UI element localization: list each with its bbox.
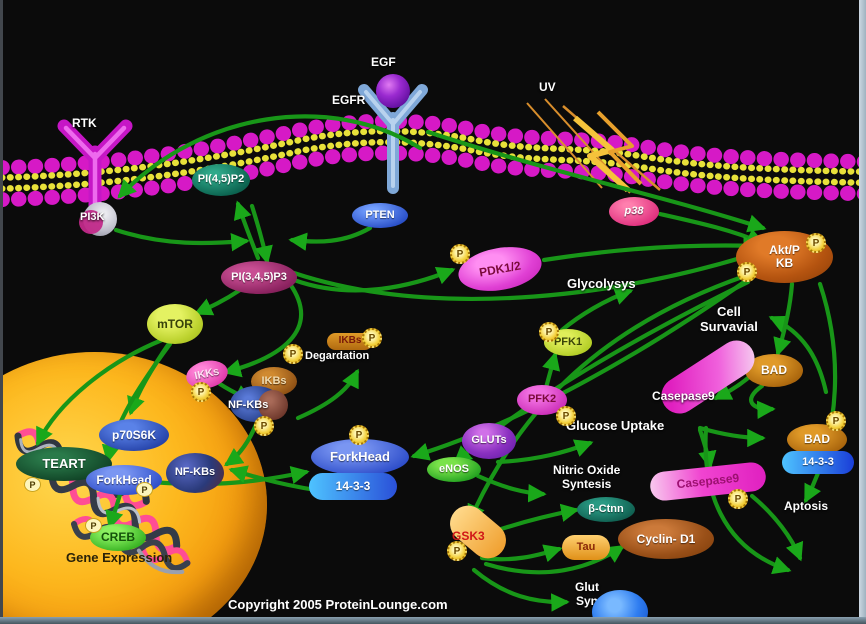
- egf-label: EGF: [371, 55, 396, 69]
- glut-syn-line1: Glut: [575, 580, 599, 594]
- node-pi45p2: PI(4,5)P2: [192, 164, 250, 196]
- node-gluts: GLUTs: [462, 423, 516, 459]
- phospho-badge-small: P: [136, 482, 153, 497]
- aptosis-label: Aptosis: [784, 499, 829, 513]
- cell-survavial-line1: Cell: [716, 304, 741, 319]
- node-tau: Tau: [562, 535, 610, 560]
- uv-rays-icon: [526, 98, 661, 194]
- copyright-text: Copyright 2005 ProteinLounge.com: [228, 597, 448, 612]
- phospho-badge: P: [556, 406, 576, 426]
- phospho-badge: P: [447, 541, 467, 561]
- gsk3-label: GSK3: [452, 529, 485, 543]
- rtk-receptor-icon: [57, 119, 133, 236]
- pi3k-label: PI3K: [80, 211, 105, 223]
- nitric-oxide-line2: Syntesis: [562, 476, 612, 491]
- node-enos: eNOS: [427, 457, 481, 482]
- phospho-badge-small: P: [85, 518, 102, 533]
- node-forkhead-cyto: ForkHead: [311, 439, 409, 475]
- node-14-3-3-left: 14-3-3: [309, 473, 397, 500]
- phospho-badge: P: [254, 416, 274, 436]
- phospho-badge: P: [283, 344, 303, 364]
- rtk-label: RTK: [72, 116, 97, 130]
- phospho-badge: P: [806, 233, 826, 253]
- casepase9-upper-label: Casepase9: [652, 389, 715, 403]
- bottom-edge: [0, 617, 866, 624]
- akt-label-line2: KB: [775, 256, 794, 270]
- egf-ligand-icon: [376, 74, 410, 108]
- phospho-badge: P: [539, 322, 559, 342]
- node-p70s6k: p70S6K: [99, 419, 169, 451]
- glucose-uptake-label: Glucose Uptake: [566, 418, 665, 433]
- node-forkhead-nuc: ForkHead: [86, 465, 162, 495]
- right-edge: [859, 0, 866, 624]
- node-pten: PTEN: [352, 203, 408, 228]
- glycolysys-label: Glycolysys: [567, 276, 636, 291]
- phospho-badge-small: P: [24, 477, 41, 492]
- node-bad-upper: BAD: [745, 354, 803, 387]
- gene-expression-label: Gene Expression: [66, 550, 173, 565]
- arrows-layer: [35, 114, 838, 612]
- node-pi345p3: PI(3,4,5)P3: [221, 261, 297, 294]
- phospho-badge: P: [362, 328, 382, 348]
- cell-survavial-label: Cell Survavial: [700, 304, 758, 335]
- phospho-badge: P: [349, 425, 369, 445]
- node-nfkbs-nuc: NF-KBs: [166, 453, 224, 493]
- node-14-3-3-right: 14-3-3: [782, 451, 854, 474]
- egfr-label: EGFR: [332, 93, 366, 107]
- node-mtor: mTOR: [147, 304, 203, 344]
- phospho-badge: P: [191, 382, 211, 402]
- akt-label-line1: Akt/P: [769, 243, 800, 258]
- cell-survavial-line2: Survavial: [700, 318, 758, 334]
- phospho-badge: P: [728, 489, 748, 509]
- nitric-oxide-label: Nitric Oxide Syntesis: [553, 463, 621, 492]
- left-edge: [0, 0, 3, 624]
- phospho-badge: P: [450, 244, 470, 264]
- phospho-badge: P: [826, 411, 846, 431]
- phospho-badge: P: [737, 262, 757, 282]
- nitric-oxide-line1: Nitric Oxide: [553, 463, 621, 477]
- nfkbs-cyto-label: NF-KBs: [228, 399, 269, 411]
- node-ikbs-degraded: IKBs: [327, 333, 373, 350]
- node-nfkbs-cyto-sphere2: [258, 390, 288, 420]
- uv-label: UV: [539, 80, 556, 94]
- node-bctnn: β-Ctnn: [577, 497, 635, 522]
- egfr-receptor-icon: [358, 74, 428, 194]
- node-cyclin-d1: Cyclin- D1: [618, 519, 714, 559]
- degardation-label: Degardation: [305, 350, 370, 362]
- node-p38: p38: [609, 197, 659, 226]
